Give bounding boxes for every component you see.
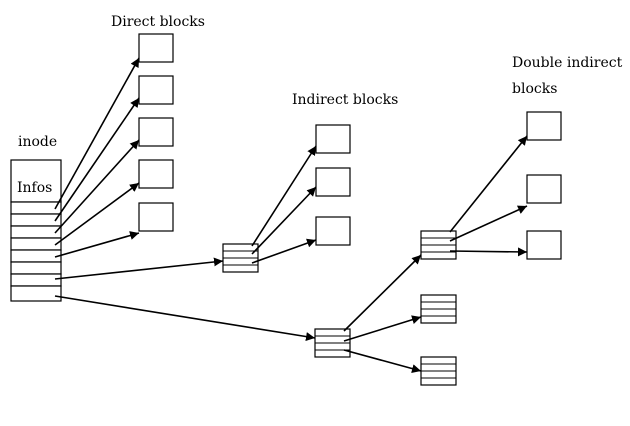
inode-pointer-slot [10, 285, 62, 302]
indirect-pointer-arrow [54, 257, 224, 280]
double-indirect-pointer-block [314, 328, 351, 358]
direct-pointer-arrow [54, 139, 140, 234]
inode-pointer-slot [10, 237, 62, 251]
inode-pointer-slot [10, 225, 62, 239]
direct-data-block [138, 159, 174, 189]
second-level-pointer-block [420, 356, 457, 386]
direct-data-block [138, 202, 174, 232]
indirect-data-block [315, 167, 351, 197]
direct-data-block [138, 75, 174, 105]
double-indirect-data-block [526, 230, 562, 260]
indirect-data-arrow [251, 145, 317, 247]
indirect-blocks-label: Indirect blocks [292, 92, 398, 108]
inode-infos-cell [10, 159, 62, 203]
direct-data-block [138, 33, 174, 63]
second-level-pointer-arrow [343, 315, 422, 342]
double-indirect-data-arrow [449, 247, 528, 257]
inode-pointer-slot [10, 249, 62, 263]
double-indirect-pointer-arrow [54, 295, 316, 342]
second-level-pointer-arrow [343, 254, 422, 332]
infos-label: Infos [17, 180, 52, 196]
indirect-data-arrow [251, 238, 317, 264]
direct-pointer-arrow [54, 182, 140, 246]
double-indirect-data-block [526, 174, 562, 204]
inode-pointer-slot [10, 213, 62, 227]
second-level-pointer-block [420, 230, 457, 260]
inode-pointer-slot [10, 201, 62, 215]
double-indirect-data-arrow [449, 135, 528, 233]
indirect-data-block [315, 124, 351, 154]
double-indirect-label-line1: Double indirect [512, 55, 623, 71]
direct-pointer-arrow [54, 57, 140, 210]
indirect-pointer-block [222, 243, 259, 273]
indirect-data-arrow [251, 186, 317, 255]
indirect-data-block [315, 216, 351, 246]
direct-pointer-arrow [54, 97, 140, 222]
inode-pointer-slot [10, 261, 62, 275]
direct-pointer-arrow [54, 231, 140, 258]
inode-label: inode [18, 134, 57, 150]
second-level-pointer-block [420, 294, 457, 324]
inode-table: Infos [10, 159, 62, 302]
inode-pointer-slot [10, 273, 62, 287]
direct-data-block [138, 117, 174, 147]
double-indirect-label-line2: blocks [512, 81, 557, 97]
second-level-pointer-arrow [343, 349, 422, 373]
double-indirect-data-block [526, 111, 562, 141]
double-indirect-data-arrow [449, 205, 528, 242]
direct-blocks-label: Direct blocks [111, 14, 205, 30]
